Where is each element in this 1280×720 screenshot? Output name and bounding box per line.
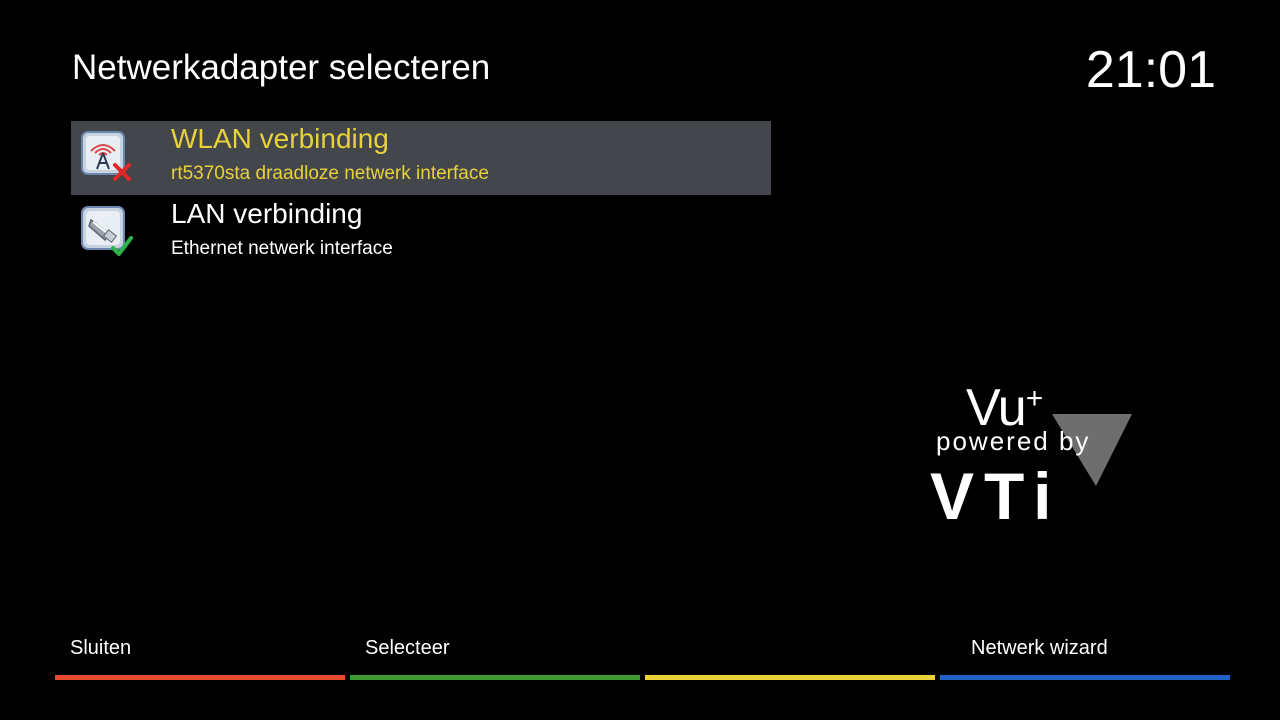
adapter-item-lan[interactable]: LAN verbinding Ethernet netwerk interfac… (71, 196, 771, 270)
red-button-label[interactable]: Sluiten (70, 637, 132, 659)
clock: 21:01 (1085, 41, 1216, 99)
wlan-disconnected-icon (81, 131, 131, 181)
adapter-description: Ethernet netwerk interface (171, 238, 393, 259)
logo-vu-text: Vu+ (966, 379, 1043, 437)
blue-button-label[interactable]: Netwerk wizard (971, 637, 1108, 659)
adapter-name: WLAN verbinding (171, 123, 389, 154)
lan-connected-icon (81, 206, 133, 256)
logo-powered-by-text: powered by (936, 426, 1091, 456)
red-button-bar[interactable] (55, 675, 345, 680)
page-title: Netwerkadapter selecteren (72, 48, 491, 87)
adapter-description: rt5370sta draadloze netwerk interface (171, 163, 489, 184)
green-button-label[interactable]: Selecteer (365, 637, 450, 659)
vu-plus-vti-logo: Vu+ powered by VTi (928, 378, 1138, 533)
adapter-name: LAN verbinding (171, 198, 363, 229)
triangle-logo-mark (1052, 414, 1132, 486)
yellow-button-bar[interactable] (645, 675, 935, 680)
logo-vti-text: VTi (930, 459, 1062, 533)
blue-button-bar[interactable] (940, 675, 1230, 680)
adapter-item-wlan[interactable]: WLAN verbinding rt5370sta draadloze netw… (71, 121, 771, 195)
green-button-bar[interactable] (350, 675, 640, 680)
adapter-list: WLAN verbinding rt5370sta draadloze netw… (71, 121, 771, 271)
